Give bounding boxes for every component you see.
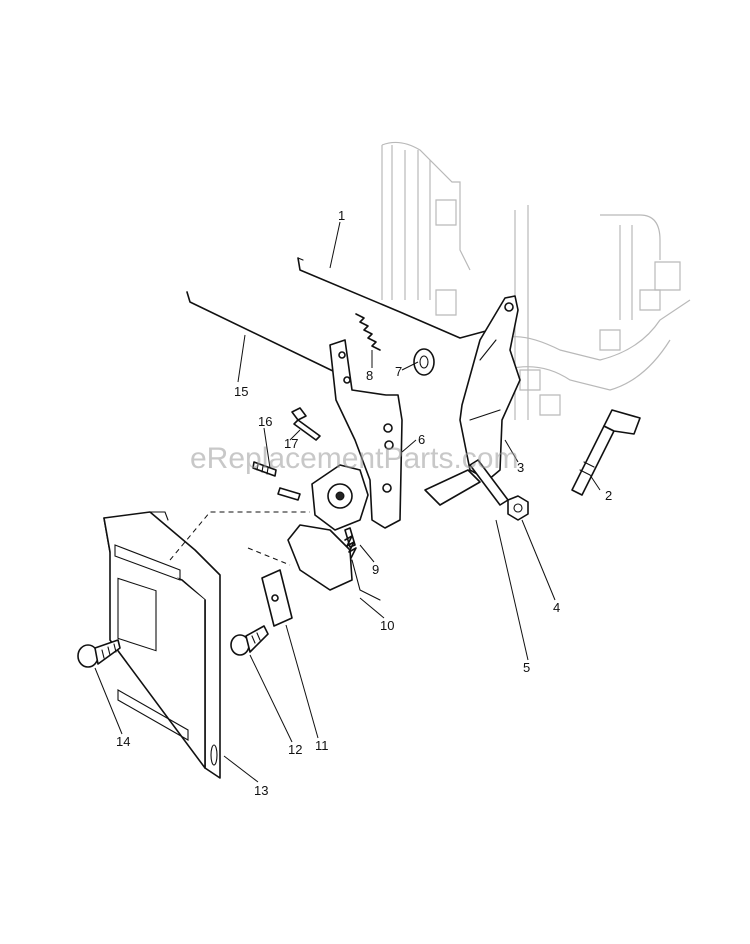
callout-16: 16 xyxy=(258,414,272,429)
part-14-bolt xyxy=(77,639,121,668)
part-2-governor-shaft xyxy=(571,409,641,496)
callout-12: 12 xyxy=(288,742,302,757)
callout-7: 7 xyxy=(395,364,402,379)
callout-11: 11 xyxy=(315,738,329,753)
callout-8: 8 xyxy=(366,368,373,383)
callout-6: 6 xyxy=(418,432,425,447)
part-11-plate xyxy=(261,569,293,627)
part-7-bushing xyxy=(413,348,435,376)
callout-9: 9 xyxy=(372,562,379,577)
engine-block-outline xyxy=(381,141,691,420)
part-8-spring xyxy=(355,313,381,351)
callout-5: 5 xyxy=(523,660,530,675)
part-16-screw xyxy=(252,461,277,477)
part-3-governor-bracket xyxy=(424,295,521,506)
alignment-lines xyxy=(169,511,310,566)
callout-1: 1 xyxy=(338,208,345,223)
callout-4: 4 xyxy=(553,600,560,615)
part-17-screw xyxy=(277,407,321,501)
leader-lines xyxy=(94,221,601,783)
part-1-governor-link xyxy=(297,257,498,339)
part-9-control-lever xyxy=(287,464,369,591)
callout-17: 17 xyxy=(284,436,298,451)
callout-14: 14 xyxy=(116,734,130,749)
part-15-link-rod xyxy=(186,291,336,373)
callout-15: 15 xyxy=(234,384,248,399)
callout-13: 13 xyxy=(254,783,268,798)
watermark-text: eReplacementParts.com xyxy=(190,442,518,475)
callout-3: 3 xyxy=(517,460,524,475)
callout-2: 2 xyxy=(605,488,612,503)
part-12-bolt xyxy=(230,625,269,656)
part-10-spring xyxy=(344,535,381,601)
part-13-cover-panel xyxy=(103,511,221,779)
callout-10: 10 xyxy=(380,618,394,633)
callout-labels: 1 2 3 4 5 6 7 8 9 10 11 12 13 14 15 16 1… xyxy=(116,208,612,798)
part-6-control-bracket xyxy=(329,339,403,529)
part-4-nut xyxy=(507,495,529,521)
